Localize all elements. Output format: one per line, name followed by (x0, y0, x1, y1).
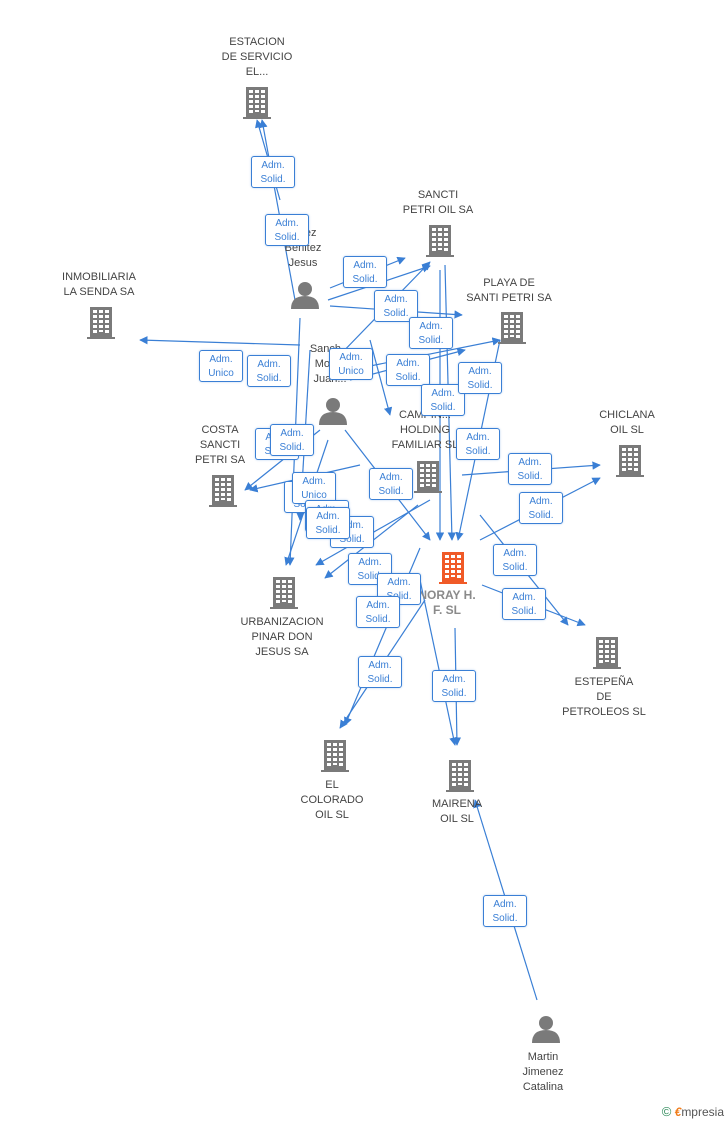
relationship-role-badge[interactable]: Adm. Solid. (265, 214, 309, 246)
person-icon[interactable] (532, 1016, 560, 1043)
relationship-role-badge[interactable]: Adm. Solid. (386, 354, 430, 386)
company-name[interactable]: CHICLANA OIL SL (599, 409, 655, 436)
building-icon[interactable] (321, 740, 349, 772)
company-name[interactable]: INMOBILIARIA LA SENDA SA (62, 271, 136, 298)
relationship-role-badge[interactable]: Adm. Unico (199, 350, 243, 382)
building-icon[interactable] (498, 312, 526, 344)
relationship-role-badge[interactable]: Adm. Solid. (456, 428, 500, 460)
empresia-credit: © €mpresia (662, 1104, 724, 1119)
relationship-role-badge[interactable]: Adm. Solid. (432, 670, 476, 702)
relationship-role-badge[interactable]: Adm. Solid. (343, 256, 387, 288)
empresia-logo-text: mpresia (681, 1105, 724, 1119)
building-icon[interactable] (439, 552, 467, 584)
relationship-role-badge[interactable]: Adm. Unico (329, 348, 373, 380)
relationship-role-badge[interactable]: Adm. Solid. (409, 317, 453, 349)
empresia-logo-initial: € (674, 1105, 682, 1119)
relationship-role-badge[interactable]: Adm. Solid. (270, 424, 314, 456)
relationship-role-badge[interactable]: Adm. Solid. (519, 492, 563, 524)
icons-layer (87, 87, 644, 1043)
building-icon[interactable] (446, 760, 474, 792)
company-name[interactable]: ESTACION DE SERVICIO EL... (221, 36, 293, 78)
relationship-role-badge[interactable]: Adm. Solid. (483, 895, 527, 927)
relationship-role-badge[interactable]: Adm. Solid. (508, 453, 552, 485)
person-name[interactable]: Martin Jimenez Catalina (522, 1051, 564, 1093)
building-icon[interactable] (426, 225, 454, 257)
relationship-role-badge[interactable]: Adm. Unico (292, 472, 336, 504)
building-icon[interactable] (243, 87, 271, 119)
relationship-role-badge[interactable]: Adm. Solid. (251, 156, 295, 188)
relationship-role-badge[interactable]: Adm. Solid. (493, 544, 537, 576)
company-name[interactable]: COSTA SANCTI PETRI SA (194, 424, 246, 466)
relationship-edge (139, 336, 301, 346)
building-icon[interactable] (209, 475, 237, 507)
company-name[interactable]: URBANIZACION PINAR DON JESUS SA (240, 616, 324, 658)
company-name[interactable]: MAIRENA OIL SL (431, 798, 483, 825)
relationship-edge (419, 579, 458, 746)
copyright-icon: © (661, 1104, 672, 1119)
relationship-role-badge[interactable]: Adm. Solid. (356, 596, 400, 628)
relationship-role-badge[interactable]: Adm. Solid. (458, 362, 502, 394)
relationship-role-badge[interactable]: Adm. Solid. (374, 290, 418, 322)
company-name[interactable]: ESTEPEÑA DE PETROLEOS SL (562, 676, 646, 718)
building-icon[interactable] (87, 307, 115, 339)
building-icon[interactable] (593, 637, 621, 669)
company-name[interactable]: PLAYA DE SANTI PETRI SA (466, 277, 552, 304)
relationship-role-badge[interactable]: Adm. Solid. (306, 507, 350, 539)
relationship-role-badge[interactable]: Adm. Solid. (369, 468, 413, 500)
relationship-role-badge[interactable]: Adm. Solid. (358, 656, 402, 688)
building-icon[interactable] (414, 461, 442, 493)
building-icon[interactable] (616, 445, 644, 477)
relationship-edge (369, 339, 393, 416)
person-icon[interactable] (319, 398, 347, 425)
relationship-role-badge[interactable]: Adm. Solid. (247, 355, 291, 387)
company-name[interactable]: SANCTI PETRI OIL SA (402, 189, 474, 216)
person-icon[interactable] (291, 282, 319, 309)
relationship-role-badge[interactable]: Adm. Solid. (502, 588, 546, 620)
company-name[interactable]: EL COLORADO OIL SL (300, 779, 364, 821)
building-icon[interactable] (270, 577, 298, 609)
company-name[interactable]: NORAY H. F. SL (418, 588, 476, 617)
relationship-edge (259, 119, 296, 301)
relationship-role-badge[interactable]: Adm. Solid. (421, 384, 465, 416)
